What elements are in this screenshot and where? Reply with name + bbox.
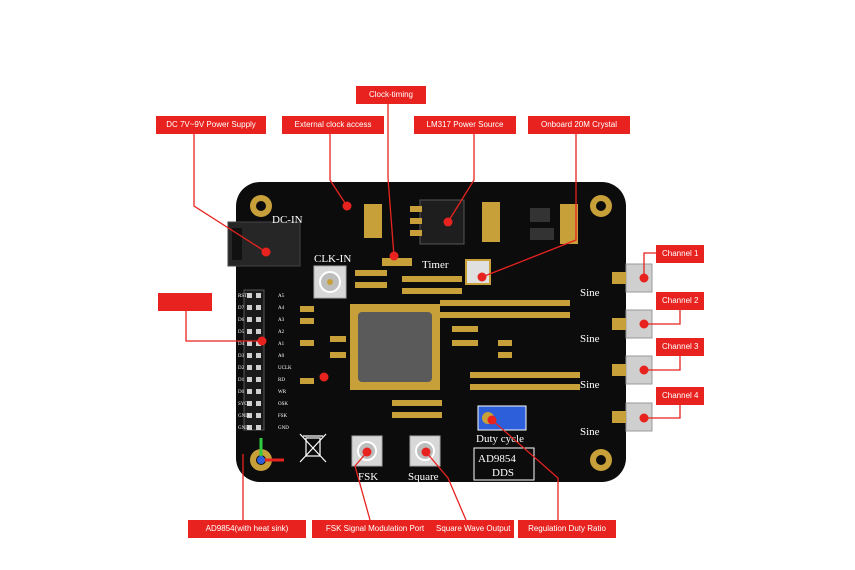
pin-left-0: RST <box>238 294 247 299</box>
pin-left-8: D0 <box>238 390 245 395</box>
pin-header <box>243 289 265 431</box>
callout-square-out: Square Wave Output <box>430 520 514 538</box>
callout-duty-ratio: Regulation Duty Ratio <box>518 520 616 538</box>
pin-right-4: A1 <box>278 342 285 347</box>
pin-right-10: FSK <box>278 414 288 419</box>
duty-cycle-label: Duty cycle <box>476 433 524 445</box>
weee-bin-icon <box>299 433 327 463</box>
pin-left-10: GND <box>238 414 249 419</box>
pin-left-2: D6 <box>238 318 245 323</box>
pin-right-8: WR <box>278 390 287 395</box>
timer-label: Timer <box>422 259 449 271</box>
pin-left-3: D5 <box>238 330 245 335</box>
callout-ext-clock: External clock access <box>282 116 384 134</box>
pin-left-1: D7 <box>238 306 245 311</box>
timer-jumper <box>382 258 412 266</box>
sine-outputs: Sine Sine Sine Sine <box>580 263 653 438</box>
pin-left-5: D3 <box>238 354 245 359</box>
callout-fsk-port: FSK Signal Modulation Port <box>312 520 438 538</box>
sine-label-3: Sine <box>580 379 600 391</box>
pin-right-1: A4 <box>278 306 285 311</box>
pin-right-0: A5 <box>278 294 285 299</box>
pin-right-11: GND <box>278 426 289 431</box>
callout-crystal: Onboard 20M Crystal <box>528 116 630 134</box>
pin-left-4: D4 <box>238 342 245 347</box>
callout-channel-3: Channel 3 <box>656 338 704 356</box>
leader-dots <box>257 201 649 457</box>
pin-left-9: SYO <box>238 402 248 407</box>
pin-right-7: RD <box>278 378 285 383</box>
fsk-label: FSK <box>358 471 378 483</box>
callout-channel-2: Channel 2 <box>656 292 704 310</box>
clk-in-label: CLK-IN <box>314 253 351 265</box>
sine-label-2: Sine <box>580 333 600 345</box>
pin-left-11: GND <box>238 426 249 431</box>
pin-right-2: A3 <box>278 318 285 323</box>
callout-channel-4: Channel 4 <box>656 387 704 405</box>
crystal <box>465 259 491 285</box>
pin-right-6: UCLK <box>278 366 292 371</box>
pin-right-5: A0 <box>278 354 285 359</box>
model-sub-label: DDS <box>492 467 514 479</box>
sine-label-4: Sine <box>580 426 600 438</box>
dc-in-label: DC-IN <box>272 214 303 226</box>
callout-ad9854: AD9854(with heat sink) <box>188 520 306 538</box>
sine-label-1: Sine <box>580 287 600 299</box>
axis-icon <box>257 438 284 464</box>
callout-blank <box>158 293 212 311</box>
callout-clock-timing: Clock-timing <box>356 86 426 104</box>
model-label: AD9854 <box>478 453 516 465</box>
square-label: Square <box>408 471 439 483</box>
pin-left-7: D1 <box>238 378 245 383</box>
callout-channel-1: Channel 1 <box>656 245 704 263</box>
model-box <box>473 447 535 481</box>
callout-lm317: LM317 Power Source <box>414 116 516 134</box>
pin-left-6: D2 <box>238 366 245 371</box>
callout-dc-power: DC 7V~9V Power Supply <box>156 116 266 134</box>
pin-right-3: A2 <box>278 330 285 335</box>
pin-right-9: OSK <box>278 402 288 407</box>
